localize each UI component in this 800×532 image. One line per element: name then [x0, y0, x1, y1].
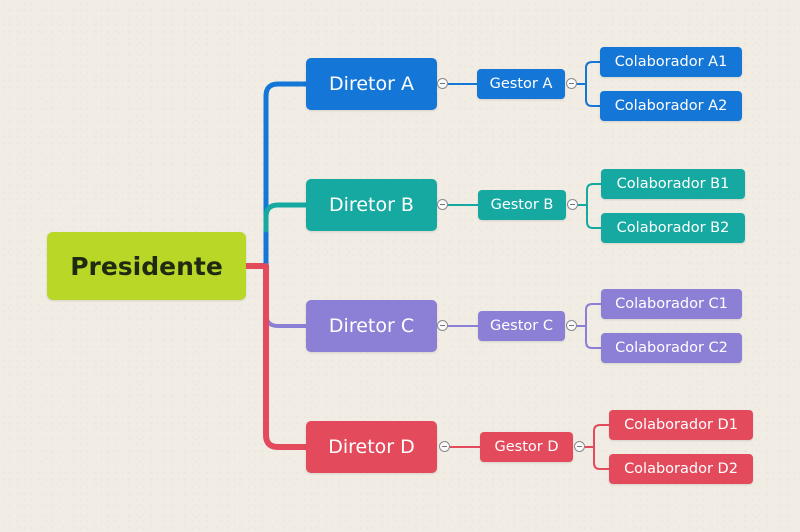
collapse-toggle-manager-b[interactable]: [567, 199, 578, 210]
director-node-c[interactable]: Diretor C: [306, 300, 437, 352]
worker-node-a1[interactable]: Colaborador A1: [600, 47, 742, 77]
manager-node-c[interactable]: Gestor C: [478, 311, 565, 341]
worker-node-d2[interactable]: Colaborador D2: [609, 454, 753, 484]
director-node-b[interactable]: Diretor B: [306, 179, 437, 231]
collapse-toggle-director-a[interactable]: [437, 78, 448, 89]
director-node-d[interactable]: Diretor D: [306, 421, 437, 473]
manager-node-b[interactable]: Gestor B: [478, 190, 566, 220]
link-manager-worker-a1: [585, 61, 601, 85]
collapse-toggle-manager-c[interactable]: [566, 320, 577, 331]
worker-node-a2[interactable]: Colaborador A2: [600, 91, 742, 121]
worker-node-c2[interactable]: Colaborador C2: [601, 333, 742, 363]
collapse-toggle-manager-a[interactable]: [566, 78, 577, 89]
worker-node-b1[interactable]: Colaborador B1: [601, 169, 745, 199]
collapse-toggle-director-d[interactable]: [439, 441, 450, 452]
collapse-toggle-manager-d[interactable]: [574, 441, 585, 452]
worker-node-d1[interactable]: Colaborador D1: [609, 410, 753, 440]
collapse-toggle-director-b[interactable]: [437, 199, 448, 210]
link-manager-worker-c1: [585, 303, 602, 327]
link-manager-worker-d1: [593, 424, 610, 448]
link-root-director-a: [263, 81, 309, 269]
worker-node-b2[interactable]: Colaborador B2: [601, 213, 745, 243]
collapse-toggle-director-c[interactable]: [437, 320, 448, 331]
manager-node-a[interactable]: Gestor A: [477, 69, 565, 99]
director-node-a[interactable]: Diretor A: [306, 58, 437, 110]
link-manager-worker-a2: [585, 83, 601, 107]
link-root-director-b: [263, 202, 309, 233]
root-node-presidente[interactable]: Presidente: [47, 232, 246, 300]
link-manager-worker-c2: [585, 325, 602, 349]
link-manager-worker-b2: [586, 204, 602, 229]
link-root-director-d: [263, 263, 309, 450]
worker-node-c1[interactable]: Colaborador C1: [601, 289, 742, 319]
link-manager-worker-d2: [593, 446, 610, 470]
manager-node-d[interactable]: Gestor D: [480, 432, 573, 462]
link-manager-worker-b1: [586, 183, 602, 206]
link-root-director-c: [264, 264, 308, 328]
